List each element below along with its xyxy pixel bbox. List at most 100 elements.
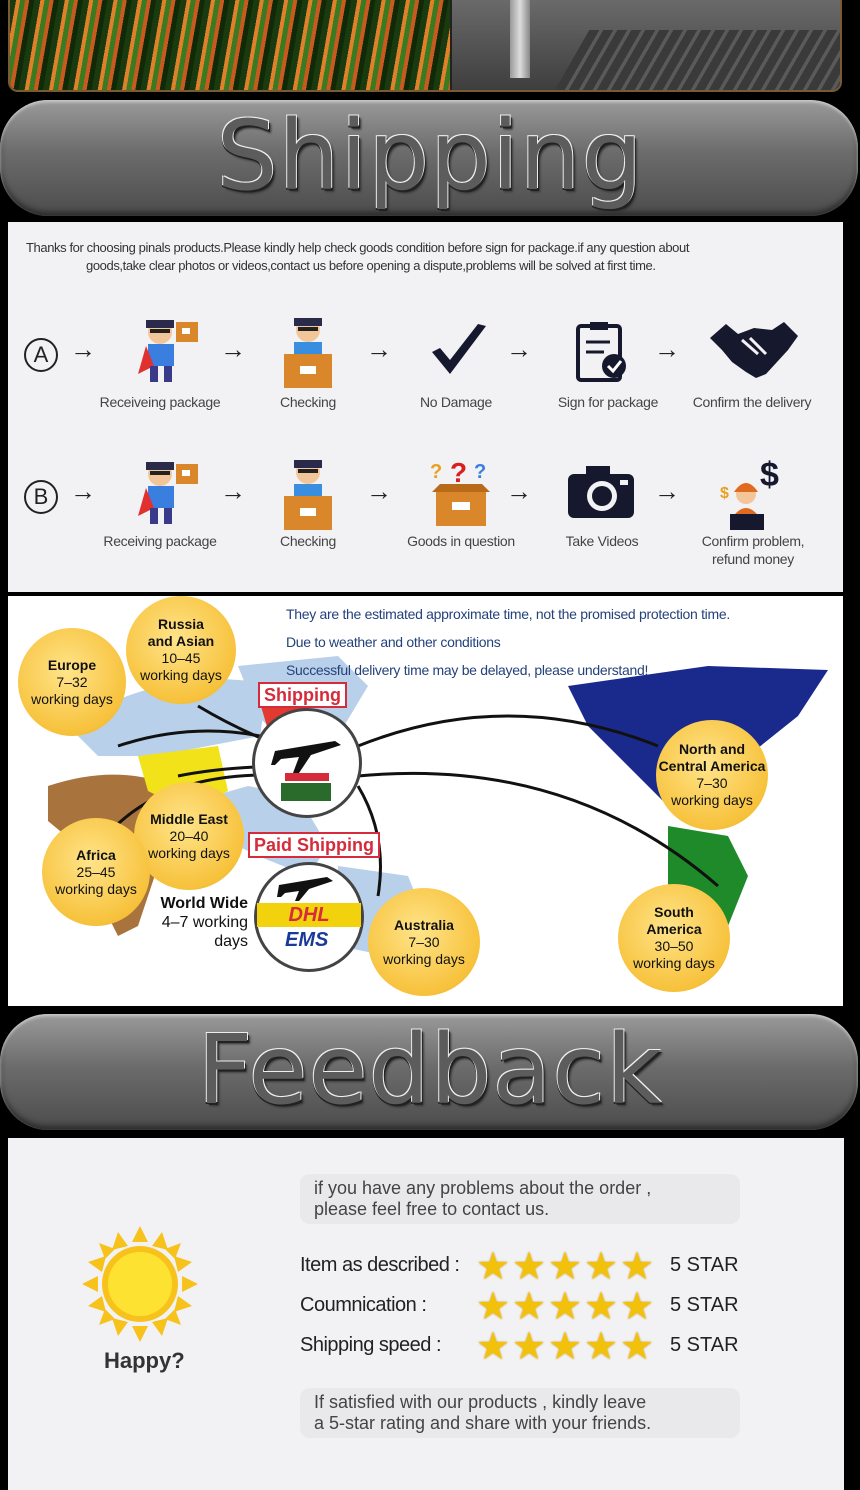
shipping-banner <box>0 100 858 216</box>
machine-bar <box>510 0 530 78</box>
arrow-icon: → <box>70 476 96 506</box>
step-row-b-marker: B <box>24 480 58 514</box>
star-icon: ★ <box>548 1246 583 1288</box>
star-icon: ★ <box>512 1286 547 1328</box>
process-panel: Thanks for choosing pinals products.Plea… <box>8 222 843 592</box>
svg-text:?: ? <box>450 457 467 488</box>
star-icon: ★ <box>512 1326 547 1368</box>
arrow-icon: → <box>366 476 392 506</box>
rating-score: 5 STAR <box>670 1334 739 1356</box>
star-icon: ★ <box>548 1286 583 1328</box>
checking-icon <box>284 318 332 388</box>
star-rating: ★★★★★ <box>476 1246 655 1288</box>
arrow-icon: → <box>506 334 532 364</box>
airplane-icon <box>277 877 333 901</box>
checkmark-icon <box>432 324 486 374</box>
step-b-confirm-label-2: refund money <box>711 551 794 567</box>
courier-icon <box>138 462 198 524</box>
rating-label: Shipping speed : <box>300 1334 442 1356</box>
star-icon: ★ <box>584 1246 619 1288</box>
product-photo-strip <box>8 0 842 92</box>
star-icon: ★ <box>620 1246 655 1288</box>
map-note-2: Due to weather and other conditions <box>286 634 501 650</box>
feedback-banner <box>0 1014 858 1130</box>
star-icon: ★ <box>584 1286 619 1328</box>
star-icon: ★ <box>620 1286 655 1328</box>
step-a-checking-label: Checking <box>280 394 336 410</box>
step-row-a-marker: A <box>24 338 58 372</box>
rating-request-note: If satisfied with our products , kindly … <box>300 1388 740 1438</box>
svg-text:$: $ <box>720 485 729 502</box>
rating-label: Item as described : <box>300 1254 460 1276</box>
handshake-icon <box>710 322 798 378</box>
arrow-icon: → <box>654 476 680 506</box>
svg-text:$: $ <box>760 456 779 494</box>
product-photo-right <box>452 0 840 90</box>
contact-note: if you have any problems about the order… <box>300 1174 740 1224</box>
air-shipping-hub <box>252 708 362 818</box>
rating-score: 5 STAR <box>670 1294 739 1316</box>
notice-line-1: Thanks for choosing pinals products.Plea… <box>26 240 690 255</box>
step-b-checking-label: Checking <box>280 533 336 549</box>
star-rating: ★★★★★ <box>476 1286 655 1328</box>
step-b-confirm-label-1: Confirm problem, <box>701 533 805 549</box>
star-icon: ★ <box>476 1286 511 1328</box>
star-icon: ★ <box>476 1326 511 1368</box>
checking-icon <box>284 460 332 530</box>
step-a-no-damage-label: No Damage <box>419 394 492 410</box>
star-icon: ★ <box>620 1326 655 1368</box>
star-icon: ★ <box>548 1326 583 1368</box>
clipboard-sign-icon <box>576 322 626 382</box>
arrow-icon: → <box>506 476 532 506</box>
feedback-panel: if you have any problems about the order… <box>8 1138 844 1490</box>
step-b-videos-label: Take Videos <box>565 533 639 549</box>
shipping-banner-title: Shipping <box>216 100 644 212</box>
courier-icon <box>138 320 198 382</box>
star-rating: ★★★★★ <box>476 1326 655 1368</box>
shipping-map: They are the estimated approximate time,… <box>8 596 843 1006</box>
paid-shipping-hub: DHL EMS <box>254 862 364 972</box>
step-b-receiving-label: Receiving package <box>103 533 217 549</box>
support-refund-icon: $ $ <box>720 456 779 530</box>
paid-shipping-tag: Paid Shipping <box>248 832 380 858</box>
rating-row: Coumnication :★★★★★5 STAR <box>300 1286 750 1328</box>
arrow-icon: → <box>220 334 246 364</box>
ems-logo: EMS <box>285 929 329 951</box>
sun-icon <box>82 1226 198 1342</box>
machine-plate <box>554 30 840 90</box>
arrow-icon: → <box>70 334 96 364</box>
step-a-sign-label: Sign for package <box>557 394 659 410</box>
star-icon: ★ <box>512 1246 547 1288</box>
camera-icon <box>568 466 634 518</box>
rating-row: Shipping speed :★★★★★5 STAR <box>300 1326 750 1368</box>
worldwide-delivery-time: World Wide 4–7 working days <box>160 895 248 950</box>
airplane-icon <box>271 741 341 801</box>
arrow-icon: → <box>654 334 680 364</box>
star-icon: ★ <box>584 1326 619 1368</box>
step-a-confirm-label: Confirm the delivery <box>692 394 812 410</box>
product-photo-left <box>10 0 450 90</box>
shipping-tag: Shipping <box>258 682 347 708</box>
step-a-receiving-label: Receiveing package <box>99 394 221 410</box>
arrow-icon: → <box>220 476 246 506</box>
arrow-icon: → <box>366 334 392 364</box>
map-note-3: Successful delivery time may be delayed,… <box>286 662 649 678</box>
star-icon: ★ <box>476 1246 511 1288</box>
svg-text:?: ? <box>430 461 442 483</box>
rating-score: 5 STAR <box>670 1254 739 1276</box>
happy-label: Happy? <box>104 1348 185 1373</box>
rating-label: Coumnication : <box>300 1294 427 1316</box>
map-note-1: They are the estimated approximate time,… <box>286 606 730 622</box>
notice-line-2: goods,take clear photos or videos,contac… <box>86 258 656 273</box>
question-box-icon: ? ? ? <box>430 457 490 526</box>
step-b-goods-label: Goods in question <box>407 533 515 549</box>
feedback-banner-title: Feedback <box>197 1014 663 1126</box>
dhl-logo: DHL <box>257 903 361 927</box>
